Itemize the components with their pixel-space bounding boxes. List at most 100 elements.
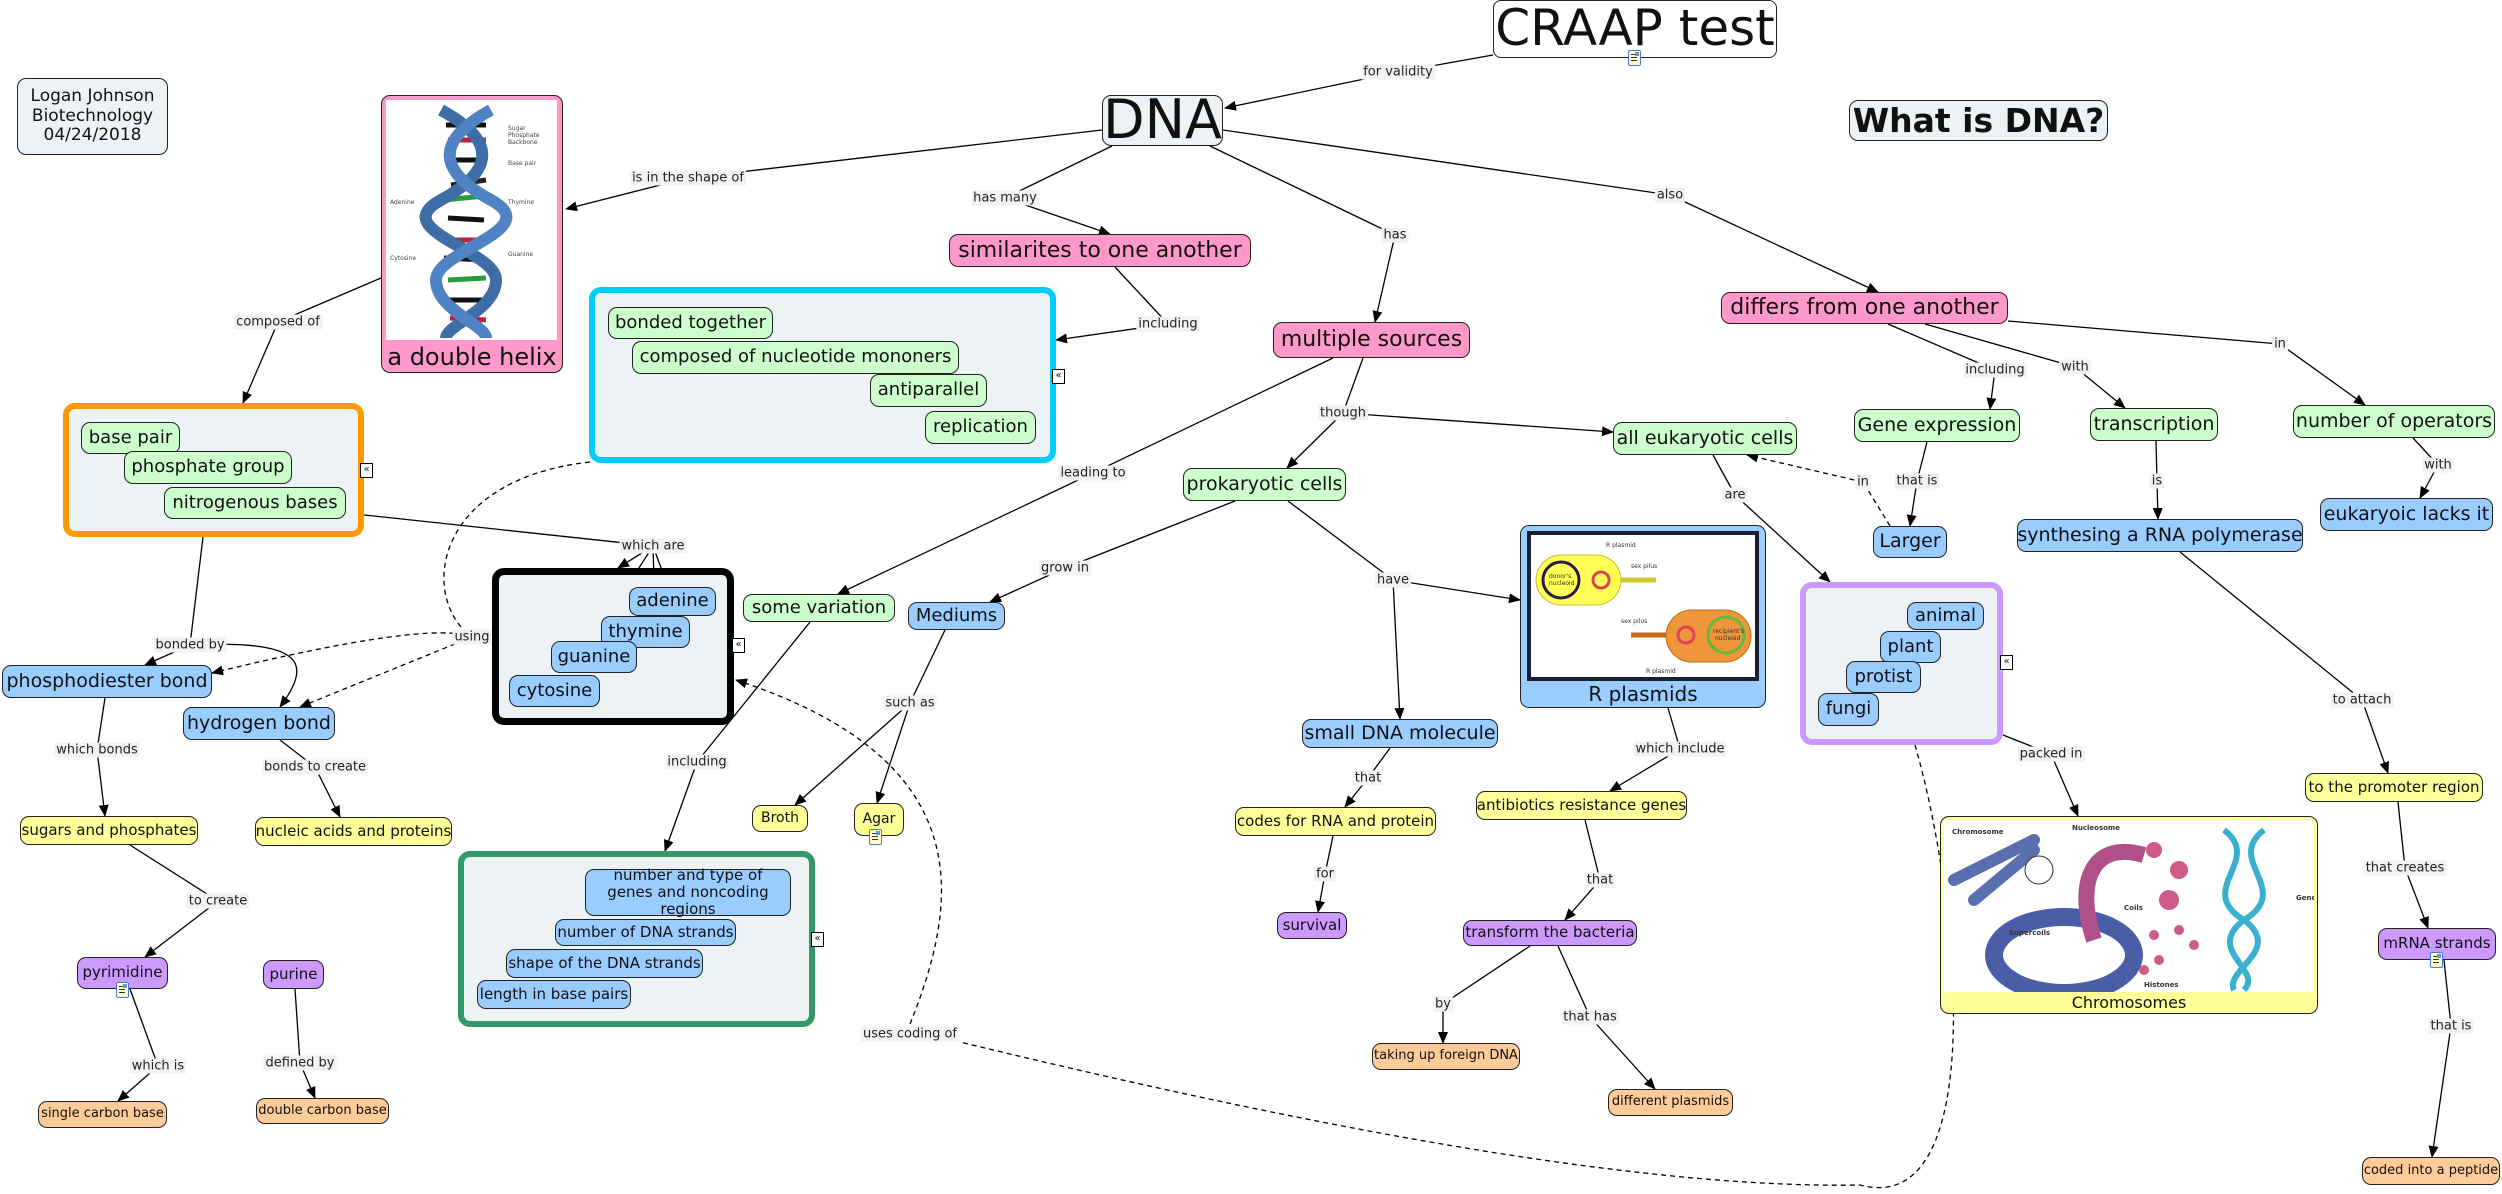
link-label-for[interactable]: for: [1314, 866, 1336, 882]
phosphodiester-bond-node[interactable]: phosphodiester bond: [2, 665, 212, 698]
plant-node[interactable]: plant: [1880, 631, 1941, 663]
small-dna-molecule-node[interactable]: small DNA molecule: [1302, 719, 1498, 748]
link-label-using[interactable]: using: [452, 629, 492, 645]
survival-node[interactable]: survival: [1277, 912, 1347, 939]
all-eukaryotic-cells-node[interactable]: all eukaryotic cells: [1613, 422, 1797, 455]
base-pair-node[interactable]: base pair: [81, 422, 180, 454]
link-label-to-create[interactable]: to create: [186, 893, 250, 909]
coded-into-peptide-node[interactable]: coded into a peptide: [2362, 1157, 2500, 1185]
collapse-bases-group-icon[interactable]: «: [732, 638, 745, 653]
differs-node[interactable]: differs from one another: [1721, 292, 2008, 324]
hydrogen-bond-node[interactable]: hydrogen bond: [183, 707, 335, 740]
mediums-node[interactable]: Mediums: [908, 602, 1005, 630]
sugars-phosphates-node[interactable]: sugars and phosphates: [20, 816, 198, 845]
link-label-in-larger[interactable]: in: [1855, 474, 1871, 490]
synthesing-rna-polymerase-node[interactable]: synthesing a RNA polymerase: [2017, 519, 2303, 552]
link-label-leading-to[interactable]: leading to: [1058, 465, 1128, 481]
link-label-are[interactable]: are: [1722, 487, 1748, 503]
link-label-with-ops[interactable]: with: [2422, 457, 2454, 473]
phosphate-group-node[interactable]: phosphate group: [124, 451, 292, 484]
similarities-node[interactable]: similarites to one another: [949, 234, 1251, 267]
link-label-bonds-to-create[interactable]: bonds to create: [261, 759, 369, 775]
link-label-including-var[interactable]: including: [665, 754, 729, 770]
link-label-grow-in[interactable]: grow in: [1039, 560, 1091, 576]
link-label-has-many[interactable]: has many: [971, 190, 1039, 206]
gene-expression-node[interactable]: Gene expression: [1854, 409, 2020, 442]
eukaryoic-lacks-it-node[interactable]: eukaryoic lacks it: [2320, 498, 2493, 531]
number-dna-strands-node[interactable]: number of DNA strands: [555, 919, 736, 946]
promoter-region-node[interactable]: to the promoter region: [2305, 773, 2483, 802]
length-base-pairs-node[interactable]: length in base pairs: [477, 980, 631, 1009]
guanine-node[interactable]: guanine: [551, 641, 637, 673]
link-label-that-has[interactable]: that has: [1561, 1009, 1619, 1025]
nucleic-acids-node[interactable]: nucleic acids and proteins: [255, 817, 452, 846]
link-label-defined-by[interactable]: defined by: [263, 1055, 337, 1071]
link-label-which-is[interactable]: which is: [129, 1058, 187, 1074]
number-of-operators-node[interactable]: number of operators: [2293, 405, 2495, 438]
link-label-composed-of[interactable]: composed of: [234, 314, 322, 330]
link-label-though[interactable]: though: [1317, 405, 1369, 421]
bonded-together-node[interactable]: bonded together: [608, 307, 773, 339]
purine-node[interactable]: purine: [263, 960, 324, 989]
double-helix-node[interactable]: Sugar Phosphate Backbone Base pair Adeni…: [381, 95, 563, 373]
link-label-that-is-mrna[interactable]: that is: [2428, 1018, 2474, 1034]
chromosomes-node[interactable]: Chromosome Nucleosome Coils Supercoils H…: [1940, 816, 2318, 1014]
collapse-variation-group-icon[interactable]: «: [811, 932, 824, 947]
collapse-eukaryote-group-icon[interactable]: «: [2000, 655, 2013, 670]
double-carbon-base-node[interactable]: double carbon base: [256, 1098, 389, 1124]
fungi-node[interactable]: fungi: [1818, 693, 1879, 726]
link-label-have[interactable]: have: [1375, 572, 1411, 588]
replication-node[interactable]: replication: [925, 411, 1036, 444]
link-label-for-validity[interactable]: for validity: [1361, 64, 1435, 80]
link-label-that-is-gene[interactable]: that is: [1894, 473, 1940, 489]
link-label-in-diff[interactable]: in: [2272, 336, 2288, 352]
protist-node[interactable]: protist: [1846, 661, 1921, 693]
some-variation-node[interactable]: some variation: [743, 594, 895, 622]
taking-up-foreign-dna-node[interactable]: taking up foreign DNA: [1372, 1043, 1520, 1070]
link-label-which-include[interactable]: which include: [1633, 741, 1727, 757]
genes-noncoding-node[interactable]: number and type of genes and noncoding r…: [585, 866, 791, 918]
link-label-including-diff[interactable]: including: [1963, 362, 2027, 378]
broth-node[interactable]: Broth: [752, 805, 808, 832]
different-plasmids-node[interactable]: different plasmids: [1608, 1089, 1733, 1116]
dna-root-node[interactable]: DNA: [1102, 89, 1223, 151]
adenine-node[interactable]: adenine: [629, 587, 716, 616]
link-label-bonded-by[interactable]: bonded by: [153, 637, 227, 653]
cytosine-node[interactable]: cytosine: [509, 675, 600, 707]
craap-resource-icon[interactable]: [1628, 50, 1641, 66]
link-label-uses-coding-of[interactable]: uses coding of: [860, 1026, 960, 1042]
link-label-is-in-shape-of[interactable]: is in the shape of: [630, 170, 746, 186]
link-label-that-anti[interactable]: that: [1584, 872, 1616, 888]
mrna-resource-icon[interactable]: [2430, 952, 2443, 968]
transform-bacteria-node[interactable]: transform the bacteria: [1463, 920, 1637, 946]
antiparallel-node[interactable]: antiparallel: [870, 374, 987, 407]
link-label-which-are[interactable]: which are: [619, 538, 687, 554]
link-label-that-small[interactable]: that: [1352, 770, 1384, 786]
link-label-has[interactable]: has: [1381, 227, 1409, 243]
composed-nucleotide-node[interactable]: composed of nucleotide mononers: [632, 341, 959, 374]
animal-node[interactable]: animal: [1907, 602, 1984, 630]
link-label-with-diff[interactable]: with: [2059, 359, 2091, 375]
pyrimidine-resource-icon[interactable]: [116, 982, 129, 998]
link-label-also[interactable]: also: [1654, 187, 1686, 203]
codes-rna-protein-node[interactable]: codes for RNA and protein: [1235, 807, 1436, 836]
link-label-such-as[interactable]: such as: [883, 695, 937, 711]
link-label-to-attach[interactable]: to attach: [2330, 692, 2394, 708]
link-label-by[interactable]: by: [1433, 996, 1453, 1012]
transcription-node[interactable]: transcription: [2090, 408, 2218, 441]
prokaryotic-cells-node[interactable]: prokaryotic cells: [1183, 468, 1346, 501]
collapse-similarities-group-icon[interactable]: «: [1052, 369, 1065, 384]
single-carbon-base-node[interactable]: single carbon base: [38, 1101, 167, 1128]
larger-node[interactable]: Larger: [1873, 526, 1947, 558]
shape-dna-strands-node[interactable]: shape of the DNA strands: [506, 949, 703, 978]
link-label-that-creates[interactable]: that creates: [2363, 860, 2447, 876]
multiple-sources-node[interactable]: multiple sources: [1273, 322, 1470, 358]
link-label-packed-in[interactable]: packed in: [2017, 746, 2085, 762]
antibiotics-resistance-node[interactable]: antibiotics resistance genes: [1476, 791, 1687, 820]
link-label-including-sim[interactable]: including: [1136, 316, 1200, 332]
agar-resource-icon[interactable]: [869, 829, 882, 845]
link-label-which-bonds[interactable]: which bonds: [54, 742, 140, 758]
collapse-nucleotide-group-icon[interactable]: «: [360, 463, 373, 478]
nitrogenous-bases-node[interactable]: nitrogenous bases: [164, 487, 346, 519]
